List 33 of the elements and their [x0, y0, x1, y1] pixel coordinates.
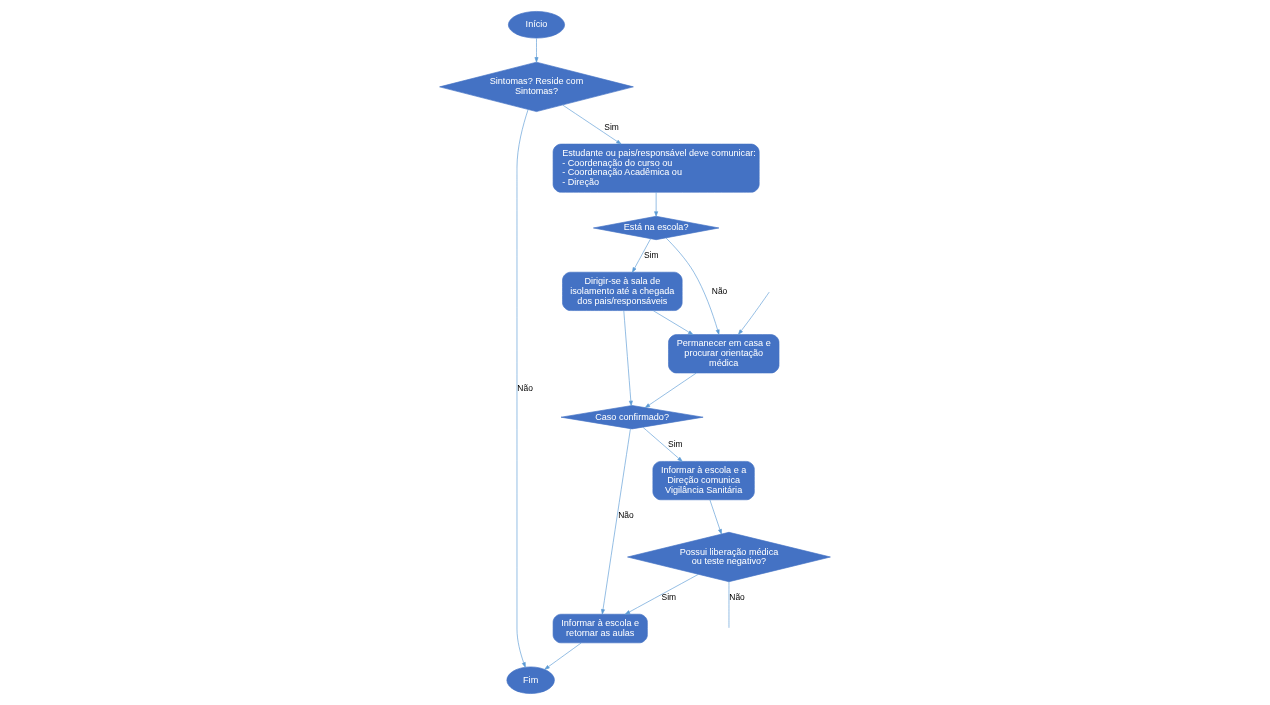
connector	[728, 581, 730, 629]
edge-label: Não	[517, 383, 533, 394]
arrow	[709, 499, 722, 535]
node-box: Informar à escola e retornar as aulas	[552, 613, 648, 644]
edge-label: Sim	[643, 250, 659, 261]
arrow	[562, 104, 622, 145]
edge-label: Sim	[668, 439, 683, 450]
edge-label: Sim	[604, 122, 619, 133]
arrow	[601, 428, 631, 615]
arrow	[632, 238, 651, 273]
arrow	[644, 372, 697, 408]
arrow	[516, 109, 529, 668]
arrow	[738, 291, 770, 335]
arrow	[654, 191, 659, 217]
node-box: Informar à escola e a Direção comunica Vigilância Sanitária	[652, 461, 755, 501]
arrow	[544, 642, 582, 670]
node-diamond: Sintomas? Reside com Sintomas?	[439, 61, 634, 112]
edge-label: Não	[729, 592, 745, 603]
arrow	[652, 310, 694, 335]
edge-label: Não	[711, 285, 728, 296]
arrow	[665, 237, 720, 335]
node-ellipse: Início	[508, 11, 565, 39]
node-box: Permanecer em casa e procurar orientação médica	[668, 334, 780, 374]
node-diamond: Possui liberação médica ou teste negativo?	[627, 531, 831, 583]
arrow	[623, 310, 633, 406]
arrow	[642, 426, 683, 462]
node-diamond: Está na escola?	[593, 215, 720, 240]
arrow	[534, 38, 539, 63]
arrow	[625, 573, 699, 615]
edge-label: Não	[618, 510, 634, 521]
node-box: Estudante ou pais/responsável deve comunicar: - Coordenação do curso ou - Coordenação Acadêmica ou - Direção	[552, 143, 760, 193]
edge-label: Sim	[661, 592, 677, 603]
node-box: Dirigir-se à sala de isolamento até a chegada dos pais/responsáveis	[562, 271, 683, 311]
